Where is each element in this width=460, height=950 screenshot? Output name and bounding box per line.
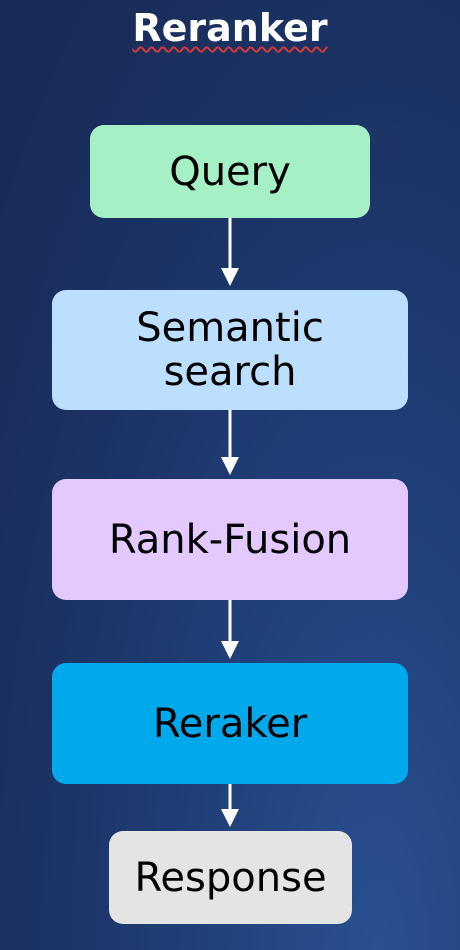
node-response: Response [109, 831, 352, 924]
node-semantic-search-label: Semantic search [136, 305, 324, 395]
node-response-label: Response [134, 854, 327, 901]
diagram-title-text: Reranker [132, 6, 328, 50]
node-reraker: Reraker [52, 663, 408, 784]
node-query: Query [90, 125, 370, 218]
node-semantic-search: Semantic search [52, 290, 408, 410]
node-rank-fusion-label: Rank-Fusion [108, 516, 352, 563]
node-reraker-label: Reraker [152, 700, 308, 747]
diagram-title: Reranker [0, 6, 460, 50]
node-rank-fusion: Rank-Fusion [52, 479, 408, 600]
node-query-label: Query [169, 148, 291, 195]
